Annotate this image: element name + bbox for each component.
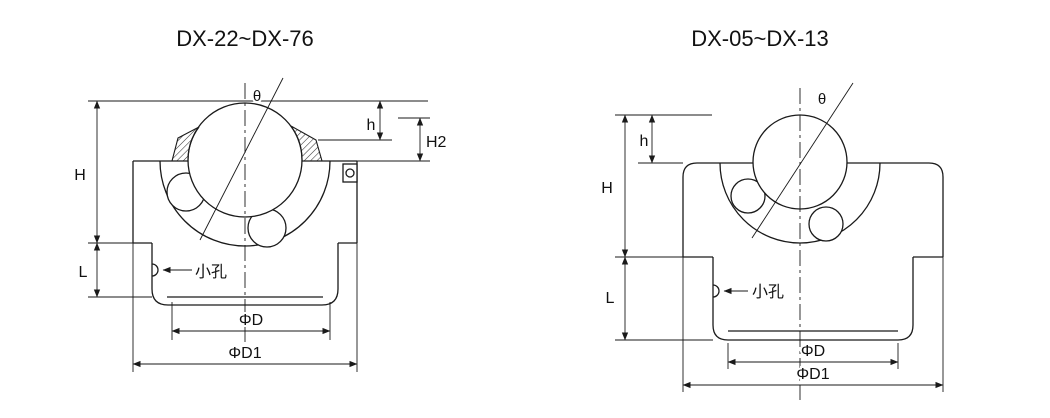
drawing-dx05-dx13: DX-05~DX-13 θ h H L 小孔 ΦD ΦD1 bbox=[599, 26, 944, 400]
theta-label: θ bbox=[253, 88, 261, 105]
phiD-label: ΦD bbox=[239, 312, 263, 329]
left-dimension-network bbox=[88, 100, 430, 372]
grease-fitting bbox=[342, 163, 358, 183]
L-label: L bbox=[606, 290, 615, 307]
cup-profile bbox=[712, 257, 914, 341]
theta-angle-line bbox=[751, 82, 854, 239]
small-hole-label: 小孔 bbox=[195, 263, 227, 281]
right-dimension-network bbox=[615, 114, 944, 392]
theta-label: θ bbox=[818, 91, 826, 108]
theta-angle-line bbox=[199, 77, 284, 241]
H-label: H bbox=[601, 180, 613, 197]
housing-top-left bbox=[682, 162, 753, 178]
grease-fitting-hole bbox=[345, 168, 355, 178]
small-hole-label: 小孔 bbox=[752, 283, 784, 301]
retainer-hatch-left bbox=[171, 126, 200, 162]
drain-small-hole bbox=[712, 284, 720, 298]
h-label: h bbox=[367, 117, 376, 134]
H2-label: H2 bbox=[426, 134, 447, 151]
H-label: H bbox=[74, 167, 86, 184]
L-label: L bbox=[79, 264, 88, 281]
drawing-title: DX-05~DX-13 bbox=[691, 26, 829, 51]
support-ball-right bbox=[808, 206, 844, 242]
right-part-outline bbox=[682, 114, 944, 341]
phiD-label: ΦD bbox=[801, 343, 825, 360]
phiD1-label: ΦD1 bbox=[796, 366, 829, 383]
housing-top-right bbox=[847, 162, 944, 178]
drawing-dx22-dx76: DX-22~DX-76 θ H L h H2 小孔 ΦD ΦD1 bbox=[72, 26, 449, 372]
h-label: h bbox=[640, 133, 649, 150]
retainer-hatch-right bbox=[290, 125, 323, 162]
drain-small-hole bbox=[151, 263, 159, 277]
support-ball-left bbox=[730, 178, 766, 214]
phiD1-label: ΦD1 bbox=[228, 345, 261, 362]
drawing-title: DX-22~DX-76 bbox=[176, 26, 314, 51]
